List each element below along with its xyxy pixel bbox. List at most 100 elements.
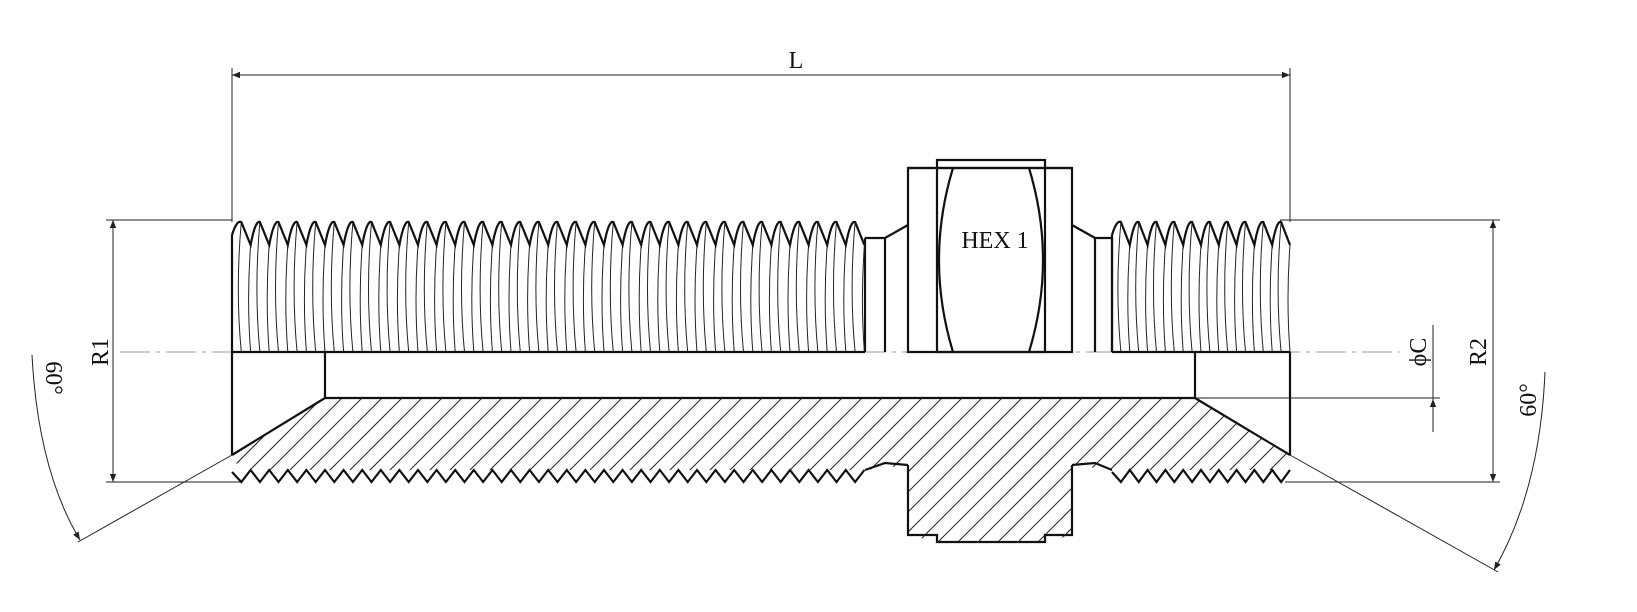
thread-crest-line [461, 221, 465, 353]
hatch-line [1019, 398, 1290, 542]
hatch-line [1279, 398, 1290, 542]
hatch-line [1560, 180, 1637, 560]
thread-root-line [471, 244, 475, 353]
thread-root-line [248, 244, 252, 353]
thread-crest-line [814, 221, 819, 353]
thread-crest-line [1242, 221, 1246, 353]
thread-root-line [787, 244, 791, 353]
thread-root-line [1269, 244, 1273, 353]
thread-crest-line [740, 221, 744, 353]
thread-root-line [1251, 244, 1255, 353]
hatch-line [979, 398, 1290, 542]
hatch-line [0, 180, 160, 560]
thread-root-line [657, 244, 661, 353]
thread-profile-top [1110, 220, 1292, 250]
hatch-line [232, 398, 501, 542]
hatch-line [999, 398, 1290, 542]
hatch-line [232, 398, 261, 542]
thread-crest-line [405, 221, 410, 353]
hatch-line [1540, 180, 1637, 560]
thread-root-line [750, 244, 754, 353]
thread-root-line [731, 244, 735, 353]
thread-crest-line [702, 221, 707, 353]
hatch-line [1340, 180, 1637, 560]
hatch-line [379, 398, 761, 542]
thread-root-line [341, 244, 345, 353]
hatch-line [0, 180, 40, 560]
thread-root-line [434, 244, 438, 353]
hatch-line [1620, 180, 1637, 560]
right-angle-dimension: 60° [1289, 371, 1546, 573]
hatch-line [1400, 180, 1637, 560]
hatch-line [859, 398, 1241, 542]
hatch-line [0, 180, 200, 560]
thread-root-line [861, 244, 865, 353]
thread-crest-line [591, 221, 596, 353]
thread-crest-line [275, 221, 279, 353]
hatch-line [232, 398, 541, 542]
thread-root-line [1127, 244, 1131, 353]
thread-crest-line [1188, 221, 1193, 353]
thread-crest-line [554, 221, 558, 353]
length-dimension: L [231, 48, 1291, 222]
hatch-line [1300, 180, 1637, 560]
thread-root-line [489, 244, 493, 353]
thread-root-line [824, 244, 828, 353]
thread-crest-line [721, 221, 726, 353]
hatch-line [459, 398, 841, 542]
thread-root-line [508, 244, 512, 353]
hex-body: HEX 1 [906, 158, 1074, 544]
hatch-line [0, 180, 180, 560]
hatch-line [899, 398, 1281, 542]
thread-crest-line [777, 221, 782, 353]
thread-root-line [285, 244, 289, 353]
hatch-line [232, 398, 581, 542]
thread-root-line [545, 244, 549, 353]
thread-root-line [378, 244, 382, 353]
thread-crest-line [386, 221, 391, 353]
hatch-line [1580, 180, 1637, 560]
thread-root-line [322, 244, 326, 353]
thread-profile-bottom [231, 468, 866, 484]
hatch-line [1440, 180, 1637, 560]
hatch-line [1520, 180, 1637, 560]
thread-crest-line [1170, 221, 1175, 353]
thread-crest-line [535, 221, 540, 353]
r2-label: R2 [1466, 338, 1492, 366]
thread-root-line [806, 244, 810, 353]
hatch-line [0, 180, 140, 560]
r1-dimension: R1 [88, 219, 240, 483]
hatch-line [1119, 398, 1290, 542]
thread-crest-line [1206, 221, 1211, 353]
thread-root-line [1198, 244, 1202, 353]
thread-crest-line [368, 221, 372, 353]
hatch-line [1500, 180, 1637, 560]
thread-root-line [601, 244, 605, 353]
thread-root-line [675, 244, 679, 353]
thread-crest-line [684, 221, 689, 353]
thread-crest-line [665, 221, 670, 353]
thread-crest-line [330, 221, 335, 353]
hatch-line [1420, 180, 1637, 560]
hatch-line [1460, 180, 1637, 560]
thread-crest-line [758, 221, 763, 353]
thread-crest-line [628, 221, 633, 353]
thread-crest-line [795, 221, 800, 353]
thread-root-line [1287, 244, 1291, 353]
hatch-line [232, 398, 241, 542]
hatch-line [479, 398, 861, 542]
thread-crest-line [423, 221, 428, 353]
hatch-line [919, 398, 1290, 542]
fitting-body [230, 224, 1292, 472]
thread-root-line [843, 244, 847, 353]
hatch-line [0, 180, 80, 560]
thread-crest-line [1117, 221, 1122, 353]
hatch-line [1600, 180, 1637, 560]
thread-crest-line [312, 221, 317, 353]
thread-root-line [303, 244, 307, 353]
thread-crest-line [498, 221, 503, 353]
hatch-line [739, 398, 1121, 542]
hatch-line [1259, 398, 1290, 542]
r1-label: R1 [88, 338, 114, 366]
